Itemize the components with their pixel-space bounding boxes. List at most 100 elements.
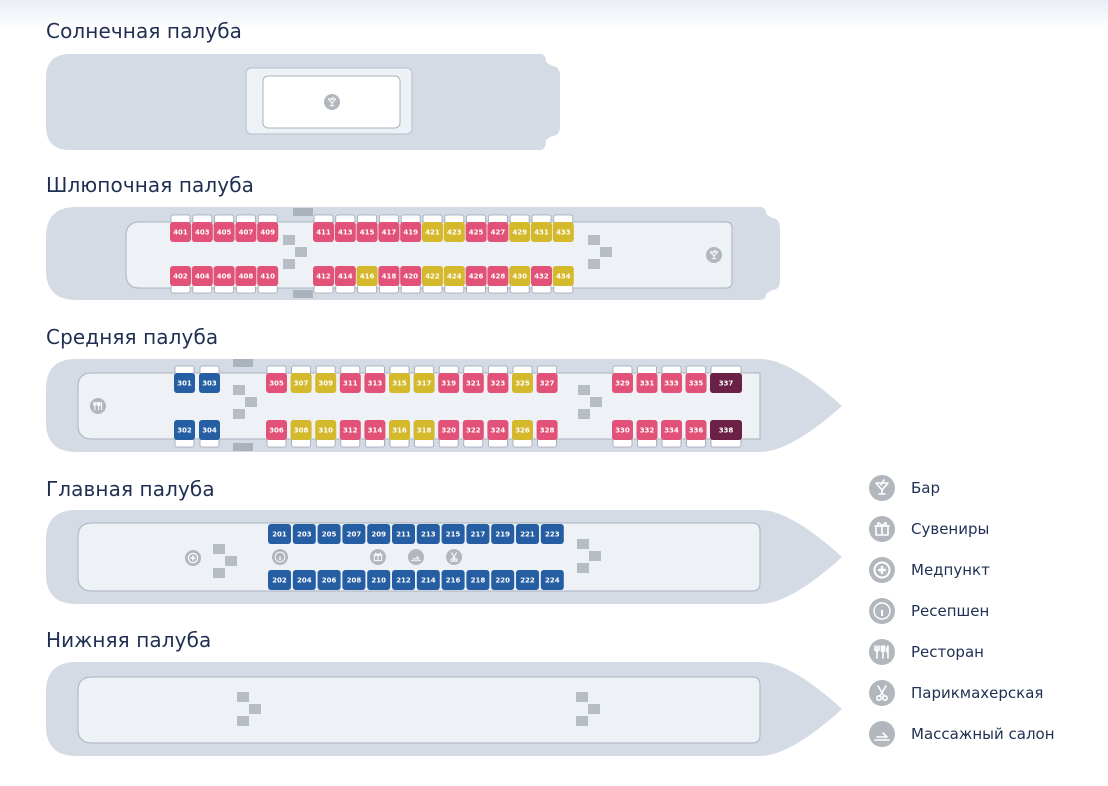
cabin-208[interactable]: 208 — [342, 570, 366, 590]
cabin-323[interactable]: 323 — [487, 365, 509, 393]
cabin-404[interactable]: 404 — [191, 266, 213, 294]
cabin-311[interactable]: 311 — [339, 365, 361, 393]
cabin-319[interactable]: 319 — [438, 365, 460, 393]
cabin-209[interactable]: 209 — [367, 524, 391, 544]
cabin-421[interactable]: 421 — [422, 214, 443, 242]
cabin-327[interactable]: 327 — [536, 365, 558, 393]
cabin-420[interactable]: 420 — [400, 266, 422, 294]
cabin-411[interactable]: 411 — [313, 214, 334, 242]
cabin-422[interactable]: 422 — [422, 266, 443, 294]
cabin-322[interactable]: 322 — [462, 420, 484, 448]
cabin-223[interactable]: 223 — [540, 524, 564, 544]
cabin-416[interactable]: 416 — [356, 266, 378, 294]
cabin-430[interactable]: 430 — [509, 266, 531, 294]
cabin-305[interactable]: 305 — [266, 365, 287, 393]
cabin-213[interactable]: 213 — [416, 524, 440, 544]
cabin-310[interactable]: 310 — [315, 420, 337, 448]
cabin-329[interactable]: 329 — [612, 365, 633, 393]
cabin-304[interactable]: 304 — [199, 420, 220, 448]
cabin-318[interactable]: 318 — [413, 420, 435, 448]
cabin-216[interactable]: 216 — [441, 570, 465, 590]
cabin-337[interactable]: 337 — [710, 365, 742, 393]
cabin-434[interactable]: 434 — [552, 266, 574, 294]
cabin-326[interactable]: 326 — [512, 420, 533, 448]
cabin-315[interactable]: 315 — [389, 365, 410, 393]
cabin-332[interactable]: 332 — [636, 420, 658, 448]
cabin-419[interactable]: 419 — [400, 214, 422, 242]
cabin-410[interactable]: 410 — [257, 266, 279, 294]
cabin-317[interactable]: 317 — [413, 365, 435, 393]
cabin-328[interactable]: 328 — [536, 420, 558, 448]
cabin-433[interactable]: 433 — [552, 214, 574, 242]
cabin-211[interactable]: 211 — [392, 524, 415, 544]
cabin-401[interactable]: 401 — [170, 214, 191, 242]
cabin-306[interactable]: 306 — [266, 420, 287, 448]
cabin-218[interactable]: 218 — [466, 570, 490, 590]
cabin-425[interactable]: 425 — [465, 214, 487, 242]
cabin-429[interactable]: 429 — [509, 214, 531, 242]
cabin-338[interactable]: 338 — [710, 420, 742, 448]
cabin-224[interactable]: 224 — [540, 570, 564, 590]
cabin-balcony — [389, 438, 410, 448]
cabin-325[interactable]: 325 — [512, 365, 533, 393]
cabin-405[interactable]: 405 — [213, 214, 235, 242]
cabin-432[interactable]: 432 — [531, 266, 552, 294]
cabin-balcony — [487, 438, 508, 448]
cabin-333[interactable]: 333 — [661, 365, 682, 393]
cabin-427[interactable]: 427 — [487, 214, 509, 242]
cabin-418[interactable]: 418 — [378, 266, 400, 294]
cabin-331[interactable]: 331 — [636, 365, 658, 393]
cabin-428[interactable]: 428 — [487, 266, 509, 294]
cabin-212[interactable]: 212 — [392, 570, 415, 590]
cabin-203[interactable]: 203 — [292, 524, 316, 544]
cabin-402[interactable]: 402 — [170, 266, 191, 294]
cabin-424[interactable]: 424 — [443, 266, 465, 294]
cabin-403[interactable]: 403 — [191, 214, 213, 242]
cabin-426[interactable]: 426 — [465, 266, 487, 294]
cabin-308[interactable]: 308 — [290, 420, 312, 448]
cabin-307[interactable]: 307 — [290, 365, 312, 393]
cabin-309[interactable]: 309 — [315, 365, 337, 393]
cabin-409[interactable]: 409 — [257, 214, 279, 242]
cabin-324[interactable]: 324 — [487, 420, 509, 448]
cabin-207[interactable]: 207 — [342, 524, 366, 544]
cabin-334[interactable]: 334 — [661, 420, 682, 448]
cabin-217[interactable]: 217 — [466, 524, 490, 544]
cabin-214[interactable]: 214 — [416, 570, 440, 590]
cabin-417[interactable]: 417 — [378, 214, 400, 242]
cabin-215[interactable]: 215 — [441, 524, 465, 544]
cabin-423[interactable]: 423 — [443, 214, 465, 242]
cabin-number: 305 — [269, 380, 284, 388]
cabin-222[interactable]: 222 — [516, 570, 539, 590]
cabin-314[interactable]: 314 — [364, 420, 386, 448]
cabin-414[interactable]: 414 — [334, 266, 356, 294]
cabin-221[interactable]: 221 — [516, 524, 539, 544]
cabin-406[interactable]: 406 — [213, 266, 235, 294]
cabin-312[interactable]: 312 — [339, 420, 361, 448]
cabin-413[interactable]: 413 — [334, 214, 356, 242]
cabin-335[interactable]: 335 — [685, 365, 707, 393]
cabin-408[interactable]: 408 — [235, 266, 257, 294]
cabin-321[interactable]: 321 — [462, 365, 484, 393]
cabin-206[interactable]: 206 — [317, 570, 341, 590]
cabin-407[interactable]: 407 — [235, 214, 257, 242]
cabin-220[interactable]: 220 — [491, 570, 515, 590]
cabin-330[interactable]: 330 — [612, 420, 633, 448]
cabin-431[interactable]: 431 — [531, 214, 552, 242]
cabin-219[interactable]: 219 — [491, 524, 515, 544]
cabin-415[interactable]: 415 — [356, 214, 378, 242]
cabin-204[interactable]: 204 — [292, 570, 316, 590]
cabin-balcony — [192, 214, 213, 224]
cabin-316[interactable]: 316 — [389, 420, 410, 448]
cabin-302[interactable]: 302 — [174, 420, 195, 448]
cabin-303[interactable]: 303 — [199, 365, 220, 393]
cabin-301[interactable]: 301 — [174, 365, 195, 393]
cabin-320[interactable]: 320 — [438, 420, 460, 448]
cabin-201[interactable]: 201 — [268, 524, 291, 544]
cabin-336[interactable]: 336 — [685, 420, 707, 448]
cabin-205[interactable]: 205 — [317, 524, 341, 544]
cabin-313[interactable]: 313 — [364, 365, 386, 393]
cabin-412[interactable]: 412 — [313, 266, 334, 294]
cabin-202[interactable]: 202 — [268, 570, 291, 590]
cabin-210[interactable]: 210 — [367, 570, 391, 590]
